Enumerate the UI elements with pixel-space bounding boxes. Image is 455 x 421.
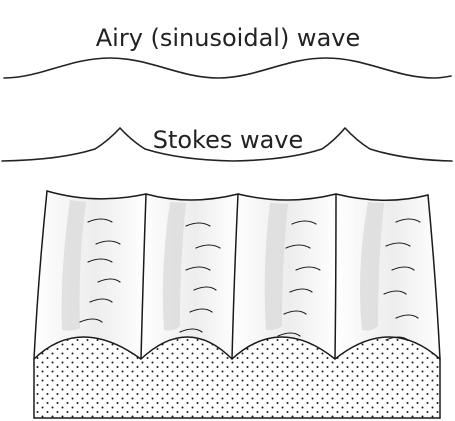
ripple-marks-panel-2 — [179, 222, 221, 333]
stokes-wave-label: Stokes wave — [153, 126, 304, 154]
block-right-edge — [427, 194, 441, 419]
crest-line-2 — [231, 193, 239, 360]
block-left-edge — [33, 190, 48, 419]
wave-block-illustration — [33, 190, 441, 419]
wave-face-panel-4 — [335, 194, 440, 359]
wave-face-panel-3 — [232, 194, 336, 359]
sand-base — [34, 337, 440, 418]
wave-face-panel-2 — [141, 194, 238, 359]
ripple-marks-panel-4 — [383, 218, 421, 341]
crest-line-1 — [140, 193, 147, 360]
stokes-wave-curve — [1, 127, 453, 162]
airy-wave-curve — [3, 57, 452, 79]
wave-face-panel-1 — [34, 191, 146, 359]
airy-wave-label: Airy (sinusoidal) wave — [96, 24, 361, 52]
ripple-marks-panel-3 — [277, 220, 321, 337]
block-front-profile — [33, 336, 441, 360]
crest-line-3 — [334, 193, 337, 360]
ripple-marks-panel-1 — [79, 218, 121, 323]
